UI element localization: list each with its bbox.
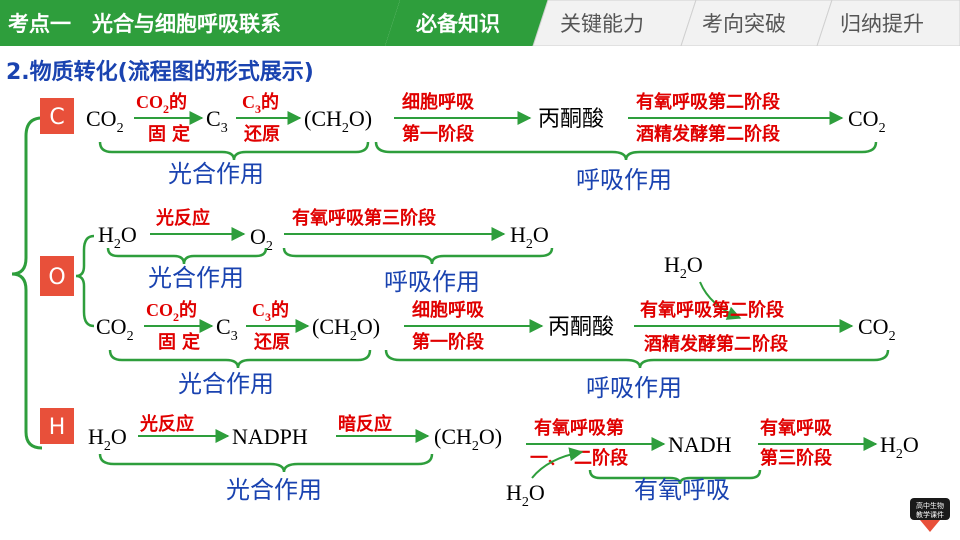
carbon-reduction-bottom: 还原 <box>243 124 280 144</box>
hydrogen-photo-label: 光合作用 <box>226 476 322 504</box>
oxygen-c3: C3 <box>216 314 238 344</box>
oxygen-fixation-top: CO2的 <box>146 299 197 324</box>
hydrogen-photo-brace <box>98 453 434 473</box>
carbon-co2-start: CO2 <box>86 106 124 136</box>
oxygen-ch2o: (CH2O) <box>312 314 380 344</box>
oxygen-resp1-bottom: 第一阶段 <box>412 331 485 352</box>
carbon-resp2-bottom: 酒精发酵第二阶段 <box>636 123 781 144</box>
oxygen-o2: O2 <box>250 224 273 254</box>
element-h-label: H <box>49 415 66 440</box>
carbon-pyruvate: 丙酮酸 <box>538 107 604 132</box>
oxygen-h2o-input-arrow <box>699 281 742 320</box>
carbon-ch2o: (CH2O) <box>304 106 372 136</box>
carbon-resp-brace <box>374 141 878 161</box>
oxygen-photo-brace <box>106 247 268 265</box>
carbon-resp-label: 呼吸作用 <box>576 166 672 194</box>
carbon-photo-label: 光合作用 <box>168 160 264 188</box>
hydrogen-aerobic-label: 有氧呼吸 <box>634 476 730 504</box>
hydrogen-h2o: H2O <box>88 424 127 454</box>
carbon-row: CO2 CO2的 固定 C3 C3的 还原 (CH2O) 细胞呼吸 第一阶段 丙… <box>86 91 886 194</box>
publisher-logo: 高中生物 教学课件 <box>910 498 950 532</box>
hydrogen-stage3-top: 有氧呼吸 <box>760 417 833 438</box>
hydrogen-aerobic-bottom: 一、二阶段 <box>530 447 629 468</box>
oxygen-resp2-bottom: 酒精发酵第二阶段 <box>644 333 789 354</box>
oxygen-h2o-input: H2O <box>664 252 703 282</box>
tab-essential-knowledge[interactable]: 必备知识 <box>416 12 500 36</box>
hydrogen-nadh: NADH <box>668 432 732 457</box>
oxygen-resp-label: 呼吸作用 <box>384 268 480 296</box>
oxygen-photo-label-2: 光合作用 <box>178 370 274 398</box>
oxygen-resp1-top: 细胞呼吸 <box>412 299 485 320</box>
section-subtitle: 2.物质转化(流程图的形式展示) <box>6 60 314 85</box>
oxygen-resp-label-2: 呼吸作用 <box>586 374 682 402</box>
hydrogen-stage3-bottom: 第三阶段 <box>760 447 833 468</box>
hydrogen-row: H2O 光反应 NADPH 暗反应 (CH2O) 有氧呼吸第 一、二阶段 NAD… <box>88 413 919 510</box>
oxygen-reduction-top: C3的 <box>252 299 289 324</box>
element-box-c: C <box>40 98 74 134</box>
tab-summary[interactable]: 归纳提升 <box>840 12 924 36</box>
carbon-resp2-top: 有氧呼吸第二阶段 <box>636 91 781 112</box>
tab-exam-trends[interactable]: 考向突破 <box>702 12 786 36</box>
oxygen-light-label: 光反应 <box>155 207 210 228</box>
carbon-fixation-bottom: 固定 <box>148 123 196 144</box>
oxygen-h2o: H2O <box>98 222 137 252</box>
hydrogen-nadph: NADPH <box>232 424 308 449</box>
logo-line2: 教学课件 <box>916 510 944 519</box>
oxygen-photo-label: 光合作用 <box>148 264 244 292</box>
hydrogen-aerobic-top: 有氧呼吸第 <box>534 417 624 438</box>
carbon-fixation-top: CO2的 <box>136 91 187 116</box>
page-title: 考点一 光合与细胞呼吸联系 <box>8 12 281 36</box>
oxygen-resp-brace-2 <box>384 349 890 369</box>
carbon-reduction-top: C3的 <box>242 91 279 116</box>
main-brace <box>11 116 43 450</box>
oxygen-co2-end: CO2 <box>858 314 896 344</box>
oxygen-h2o-end: H2O <box>510 222 549 252</box>
hydrogen-h2o-input-arrow <box>531 447 584 479</box>
logo-line1: 高中生物 <box>916 501 944 510</box>
carbon-resp1-bottom: 第一阶段 <box>402 123 475 144</box>
hydrogen-dark-label: 暗反应 <box>338 413 392 434</box>
header-bar: 考点一 光合与细胞呼吸联系 必备知识 关键能力 考向突破 归纳提升 <box>0 0 960 46</box>
element-box-h: H <box>40 408 74 444</box>
hydrogen-ch2o: (CH2O) <box>434 424 502 454</box>
oxygen-pyruvate: 丙酮酸 <box>548 315 614 340</box>
carbon-photo-brace <box>98 141 370 161</box>
header-tabs-shape <box>0 0 960 46</box>
oxygen-brace <box>75 234 95 328</box>
element-box-o: O <box>40 256 74 296</box>
carbon-c3: C3 <box>206 106 228 136</box>
element-c-label: C <box>49 105 64 130</box>
oxygen-resp-brace <box>282 247 554 265</box>
hydrogen-aerobic-brace <box>588 469 762 485</box>
oxygen-stage3-label: 有氧呼吸第三阶段 <box>292 207 437 228</box>
hydrogen-light-label: 光反应 <box>139 413 194 434</box>
carbon-co2-end: CO2 <box>848 106 886 136</box>
oxygen-co2-start: CO2 <box>96 314 134 344</box>
oxygen-reduction-bottom: 还原 <box>253 332 290 352</box>
oxygen-resp2-top: 有氧呼吸第二阶段 <box>640 299 785 320</box>
oxygen-row: H2O 光反应 O2 有氧呼吸第三阶段 H2O 光合作用 呼吸作用 H2O CO… <box>96 207 896 402</box>
oxygen-photo-brace-2 <box>108 349 372 369</box>
element-o-label: O <box>48 265 65 290</box>
tab-key-ability[interactable]: 关键能力 <box>560 12 644 36</box>
hydrogen-h2o-end: H2O <box>880 432 919 462</box>
hydrogen-h2o-input: H2O <box>506 480 545 510</box>
carbon-resp1-top: 细胞呼吸 <box>402 91 475 112</box>
oxygen-fixation-bottom: 固定 <box>158 331 206 352</box>
